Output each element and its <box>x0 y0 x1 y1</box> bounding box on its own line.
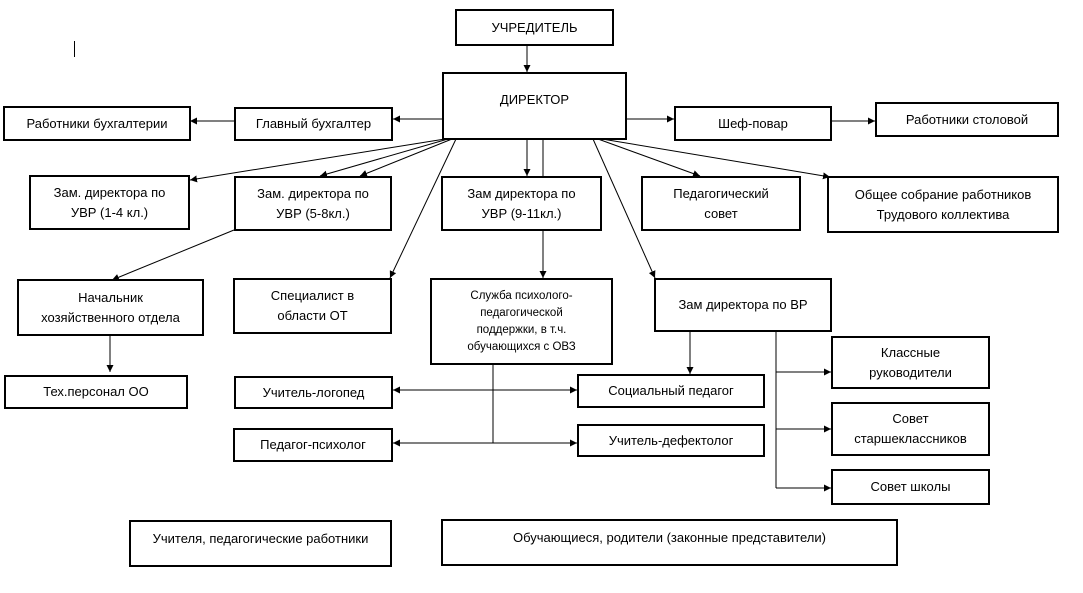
box-senior-council-label: Совет старшеклассников <box>854 411 967 446</box>
box-social-pedagogue: Социальный педагог <box>577 374 765 408</box>
box-director: ДИРЕКТОР <box>442 72 627 140</box>
link-director-deputy-5-8-b <box>359 138 453 177</box>
box-deputy-uvr-5-8: Зам. директора по УВР (5-8кл.) <box>234 176 392 231</box>
box-psychologist: Педагог-психолог <box>233 428 393 462</box>
box-tech-staff-label: Тех.персонал ОО <box>43 384 149 399</box>
box-school-council-label: Совет школы <box>870 479 951 494</box>
box-ped-council: Педагогический совет <box>641 176 801 231</box>
box-general-meeting-label: Общее собрание работников Трудового колл… <box>854 186 1032 222</box>
box-senior-council: Совет старшеклассников <box>831 402 990 456</box>
link-director-deputy-5-8-a <box>319 138 449 178</box>
link-director-ped-council <box>597 138 701 177</box>
box-chef: Шеф-повар <box>674 106 832 141</box>
box-canteen-staff-label: Работники столовой <box>905 111 1029 127</box>
box-tech-staff: Тех.персонал ОО <box>4 375 188 409</box>
box-general-meeting: Общее собрание работников Трудового колл… <box>827 176 1059 233</box>
box-defectologist: Учитель-дефектолог <box>577 424 765 457</box>
link-deputy-5-8-household <box>111 229 235 281</box>
box-deputy-vr: Зам директора по ВР <box>654 278 832 332</box>
link-director-ot <box>389 138 457 279</box>
box-deputy-vr-label: Зам директора по ВР <box>678 297 808 312</box>
box-deputy-uvr-9-11-label: Зам директора по УВР (9-11кл.) <box>467 185 576 221</box>
box-ot-specialist-label: Специалист в области ОТ <box>270 288 355 323</box>
box-speech-therapist-label: Учитель-логопед <box>262 384 365 400</box>
box-psych-service: Служба психолого- педагогической поддерж… <box>430 278 613 365</box>
box-chief-accountant: Главный бухгалтер <box>234 107 393 141</box>
box-students-parents: Обучающиеся, родители (законные представ… <box>441 519 898 566</box>
box-chief-accountant-label: Главный бухгалтер <box>255 116 372 131</box>
box-ped-council-label: Педагогический совет <box>673 185 769 221</box>
box-psychologist-label: Педагог-психолог <box>260 437 366 452</box>
box-director-label: ДИРЕКТОР <box>499 92 570 107</box>
box-students-parents-label: Обучающиеся, родители (законные представ… <box>513 530 826 545</box>
box-deputy-uvr-5-8-label: Зам. директора по УВР (5-8кл.) <box>257 185 369 221</box>
link-director-deputy-vr <box>592 138 656 279</box>
box-speech-therapist: Учитель-логопед <box>234 376 393 409</box>
box-defectologist-label: Учитель-дефектолог <box>608 432 734 448</box>
box-founder-label: УЧРЕДИТЕЛЬ <box>491 19 578 35</box>
box-canteen-staff: Работники столовой <box>875 102 1059 137</box>
box-psych-service-label: Служба психолого- педагогической поддерж… <box>467 289 576 353</box>
box-accounting-staff-label: Работники бухгалтерии <box>26 115 168 131</box>
box-teachers: Учителя, педагогические работники <box>129 520 392 567</box>
link-director-deputy-1-4 <box>189 138 446 183</box>
box-social-pedagogue-label: Социальный педагог <box>608 383 734 398</box>
box-deputy-uvr-1-4: Зам. директора по УВР (1-4 кл.) <box>29 175 190 230</box>
box-class-teachers-label: Классные руководители <box>869 344 952 380</box>
box-deputy-uvr-9-11: Зам директора по УВР (9-11кл.) <box>441 176 602 231</box>
box-ot-specialist: Специалист в области ОТ <box>233 278 392 334</box>
link-director-general-meeting <box>601 138 831 180</box>
box-accounting-staff: Работники бухгалтерии <box>3 106 191 141</box>
box-school-council: Совет школы <box>831 469 990 505</box>
box-chef-label: Шеф-повар <box>718 115 788 131</box>
box-household-head-label: Начальник хозяйственного отдела <box>41 289 180 325</box>
box-class-teachers: Классные руководители <box>831 336 990 389</box>
text-cursor <box>74 41 75 57</box>
box-teachers-label: Учителя, педагогические работники <box>152 531 369 546</box>
box-household-head: Начальник хозяйственного отдела <box>17 279 204 336</box>
box-founder: УЧРЕДИТЕЛЬ <box>455 9 614 46</box>
box-deputy-uvr-1-4-label: Зам. директора по УВР (1-4 кл.) <box>53 184 166 220</box>
